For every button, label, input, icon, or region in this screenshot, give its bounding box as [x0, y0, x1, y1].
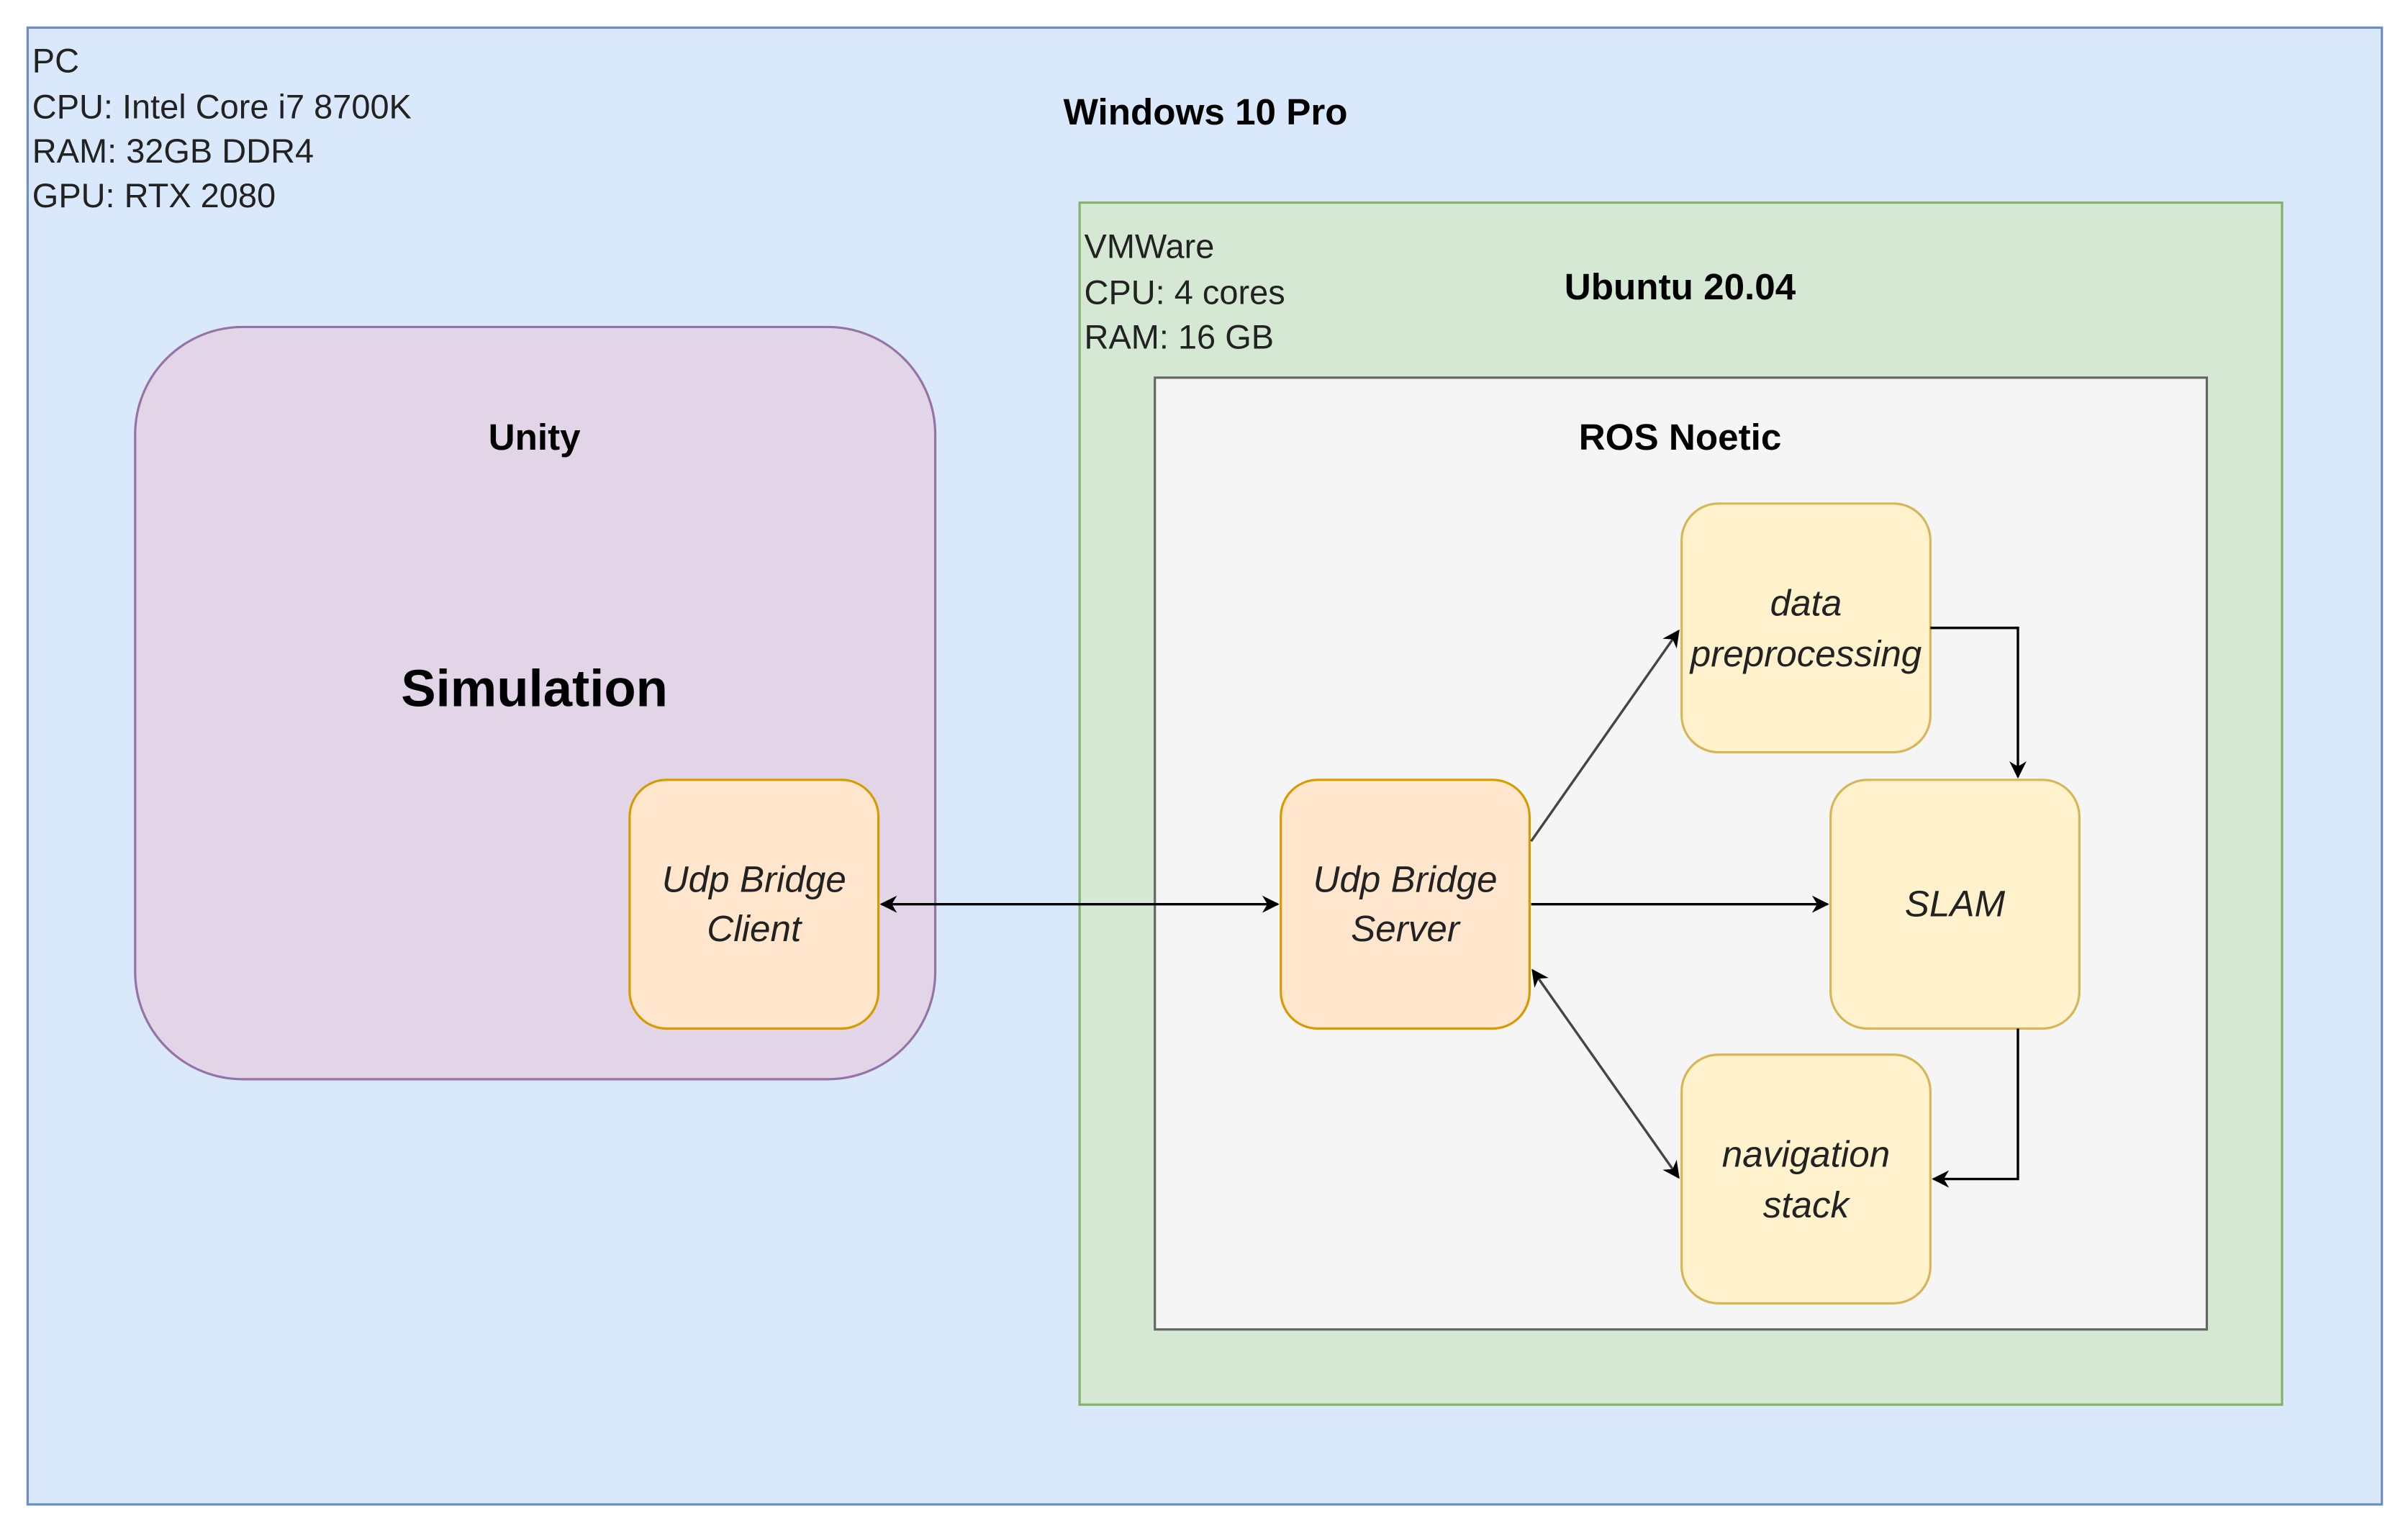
unity-subtitle: Simulation: [401, 659, 668, 717]
node-label: SLAM: [1905, 884, 2006, 925]
node-label: stack: [1763, 1184, 1851, 1225]
pc-info-line: CPU: Intel Core i7 8700K: [32, 88, 412, 125]
node-udp-bridge-client: Udp Bridge Client: [628, 779, 880, 1030]
vm-os-title: Ubuntu 20.04: [1565, 266, 1796, 307]
node-label: Client: [707, 908, 802, 949]
node-udp-bridge-server: Udp Bridge Server: [1280, 779, 1531, 1030]
node-label: navigation: [1722, 1133, 1890, 1174]
vm-info-line: RAM: 16 GB: [1085, 318, 1274, 355]
ros-title: ROS Noetic: [1579, 417, 1782, 458]
unity-title: Unity: [489, 417, 581, 458]
pc-info: PC CPU: Intel Core i7 8700K RAM: 32GB DD…: [32, 42, 421, 214]
pc-info-line: RAM: 32GB DDR4: [32, 132, 314, 170]
node-label: Udp Bridge: [662, 859, 846, 900]
node-label: Udp Bridge: [1313, 859, 1497, 900]
node-label: data: [1770, 583, 1842, 624]
vm-info-line: VMWare: [1085, 227, 1215, 265]
node-label: Server: [1351, 908, 1461, 949]
pc-info-line: PC: [32, 42, 79, 79]
pc-info-line: GPU: RTX 2080: [32, 177, 276, 214]
edge-server-navigation: [1531, 968, 1680, 1179]
edge-preprocessing-slam: [1930, 626, 2027, 779]
edge-server-preprocessing: [1530, 629, 1680, 843]
node-data-preprocessing: data preprocessing: [1680, 502, 1932, 754]
node-navigation-stack: navigation stack: [1680, 1053, 1932, 1305]
edge-slam-navigation: [1932, 1028, 2019, 1188]
node-slam: SLAM: [1829, 779, 2081, 1030]
pc-os-title: Windows 10 Pro: [1064, 91, 1348, 132]
vm-info: VMWare CPU: 4 cores RAM: 16 GB: [1085, 227, 1295, 355]
vm-info-line: CPU: 4 cores: [1085, 273, 1285, 311]
node-label: preprocessing: [1689, 633, 1922, 674]
